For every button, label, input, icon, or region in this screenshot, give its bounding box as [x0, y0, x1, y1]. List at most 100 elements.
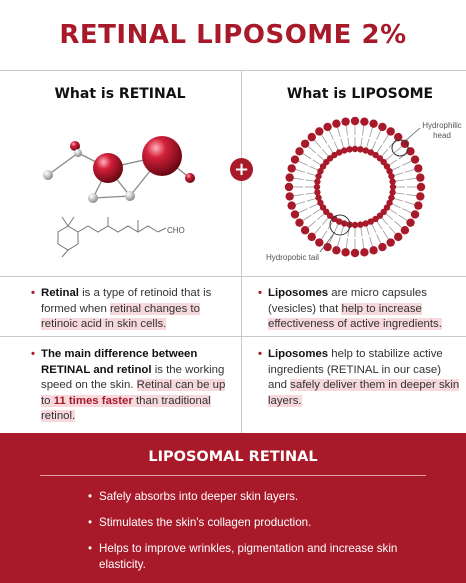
- lipid-head: [386, 127, 395, 136]
- difference-term: The main difference between RETINAL and …: [41, 348, 198, 376]
- lipid-tail: [402, 160, 412, 166]
- lipid-head: [332, 246, 341, 255]
- lipid-head: [367, 218, 374, 225]
- lipid-tail: [385, 153, 394, 161]
- lipid-head: [341, 147, 348, 154]
- lipid-head: [378, 122, 387, 132]
- lipid-head: [414, 164, 423, 173]
- lipid-head: [317, 168, 324, 175]
- lipid-head: [416, 173, 425, 182]
- retinal-bullet-2: • The main difference between RETINAL an…: [31, 347, 236, 425]
- lipid-head: [323, 122, 332, 132]
- liposome-text-2: help to stabilize active ingredients (RE…: [268, 348, 443, 391]
- lipid-tail: [333, 224, 339, 233]
- lipid-tail: [394, 198, 404, 202]
- liposome-bullet-2: • Liposomes help to stabilize active ing…: [258, 347, 463, 409]
- lipid-tail: [314, 139, 322, 148]
- lipid-tail: [385, 213, 394, 221]
- lipid-head: [285, 173, 294, 182]
- lipid-head: [360, 117, 369, 126]
- plus-icon: +: [230, 158, 253, 181]
- benefit-item: • Helps to improve wrinkles, pigmentation…: [88, 541, 439, 573]
- benefit-item: •Stimulates the skin's collagen producti…: [88, 515, 439, 531]
- lipid-tail: [306, 198, 316, 202]
- lipid-tail: [307, 220, 316, 228]
- lipid-head: [331, 151, 338, 159]
- lipid-tail: [314, 226, 322, 235]
- benefit-text: Stimulates the skin's collagen productio…: [99, 516, 312, 529]
- lipid-tail: [392, 203, 401, 209]
- lipid-tail: [371, 224, 377, 233]
- lipid-head: [315, 238, 324, 247]
- lipid-head: [362, 220, 369, 227]
- lipid-head: [350, 116, 360, 126]
- hydrophobic-label: Hydropobic tail: [266, 253, 319, 262]
- bullet-dot: •: [88, 490, 93, 503]
- lipid-tail: [389, 208, 398, 215]
- lipid-tail: [305, 192, 315, 195]
- lipid-head: [400, 139, 410, 148]
- lipid-tail: [298, 160, 308, 166]
- lipid-head: [386, 238, 395, 247]
- benefit-text: Helps to improve wrinkles, pigmentation …: [99, 542, 398, 571]
- retinal-bullet-1: • Retinal is a type of retinoid that is …: [31, 286, 236, 333]
- lipid-head: [341, 248, 350, 257]
- bullet-dot: •: [258, 348, 262, 360]
- hydrophilic-head-highlight: [391, 139, 409, 157]
- lipid-tail: [321, 230, 328, 240]
- lipid-head: [414, 201, 423, 210]
- lipid-tail: [388, 139, 396, 148]
- lipid-tail: [321, 217, 329, 226]
- lipid-head: [336, 218, 343, 225]
- lipid-head: [319, 204, 327, 211]
- lipid-tail: [402, 208, 412, 214]
- lipid-tail: [381, 217, 389, 226]
- lipid-tail: [295, 201, 306, 205]
- difference-text: is the working speed on the skin.: [41, 363, 225, 392]
- lipid-head: [287, 164, 296, 173]
- speed-highlight: Retinal can be up to: [41, 379, 226, 407]
- lipid-tail: [392, 165, 401, 171]
- liposome-term: Liposomes: [268, 287, 329, 299]
- lipid-tail: [295, 169, 306, 173]
- lipid-tail: [321, 148, 329, 157]
- lipid-head: [290, 155, 300, 164]
- lipid-head: [372, 215, 379, 223]
- bullet-dot: •: [88, 542, 93, 555]
- lipid-head: [362, 147, 369, 154]
- lipid-head: [351, 221, 359, 229]
- lipid-head: [307, 232, 316, 242]
- lipid-head: [400, 226, 410, 235]
- bullet-dot: •: [31, 348, 35, 360]
- lipid-tail: [389, 159, 398, 166]
- lipid-head: [360, 248, 369, 257]
- lipid-tail: [371, 141, 377, 150]
- lipid-tail: [345, 238, 348, 249]
- lipid-tail: [394, 172, 404, 176]
- bullet-dot: •: [258, 287, 262, 299]
- lipid-head: [410, 155, 420, 164]
- lipid-head: [416, 182, 426, 192]
- lipid-tail: [369, 127, 373, 138]
- lipid-tail: [395, 192, 405, 195]
- lipid-head: [284, 182, 294, 192]
- lipid-head: [367, 149, 374, 156]
- lipid-tail: [376, 144, 383, 153]
- benefit-item: •Safely absorbs into deeper skin layers.: [88, 489, 439, 505]
- lipid-head: [313, 183, 321, 191]
- divider-lower: [0, 336, 466, 337]
- lipid-tail: [302, 214, 312, 221]
- lipid-head: [389, 178, 396, 185]
- retinal-text: is a type of retinoid that is formed whe…: [41, 287, 212, 315]
- lipid-tail: [376, 234, 382, 244]
- page-title: RETINAL LIPOSOME 2%: [59, 20, 407, 50]
- liposome-header: What is LIPOSOME: [286, 86, 434, 102]
- lipid-head: [357, 146, 364, 153]
- divider-middle: [0, 276, 466, 277]
- lipid-tail: [347, 137, 350, 147]
- lipid-tail: [366, 226, 370, 236]
- lipid-tail: [306, 172, 316, 176]
- bottom-divider: [40, 475, 426, 476]
- liposome-bullet-1: • Liposomes are micro capsules (vesicles…: [258, 286, 463, 333]
- lipid-head: [314, 189, 321, 196]
